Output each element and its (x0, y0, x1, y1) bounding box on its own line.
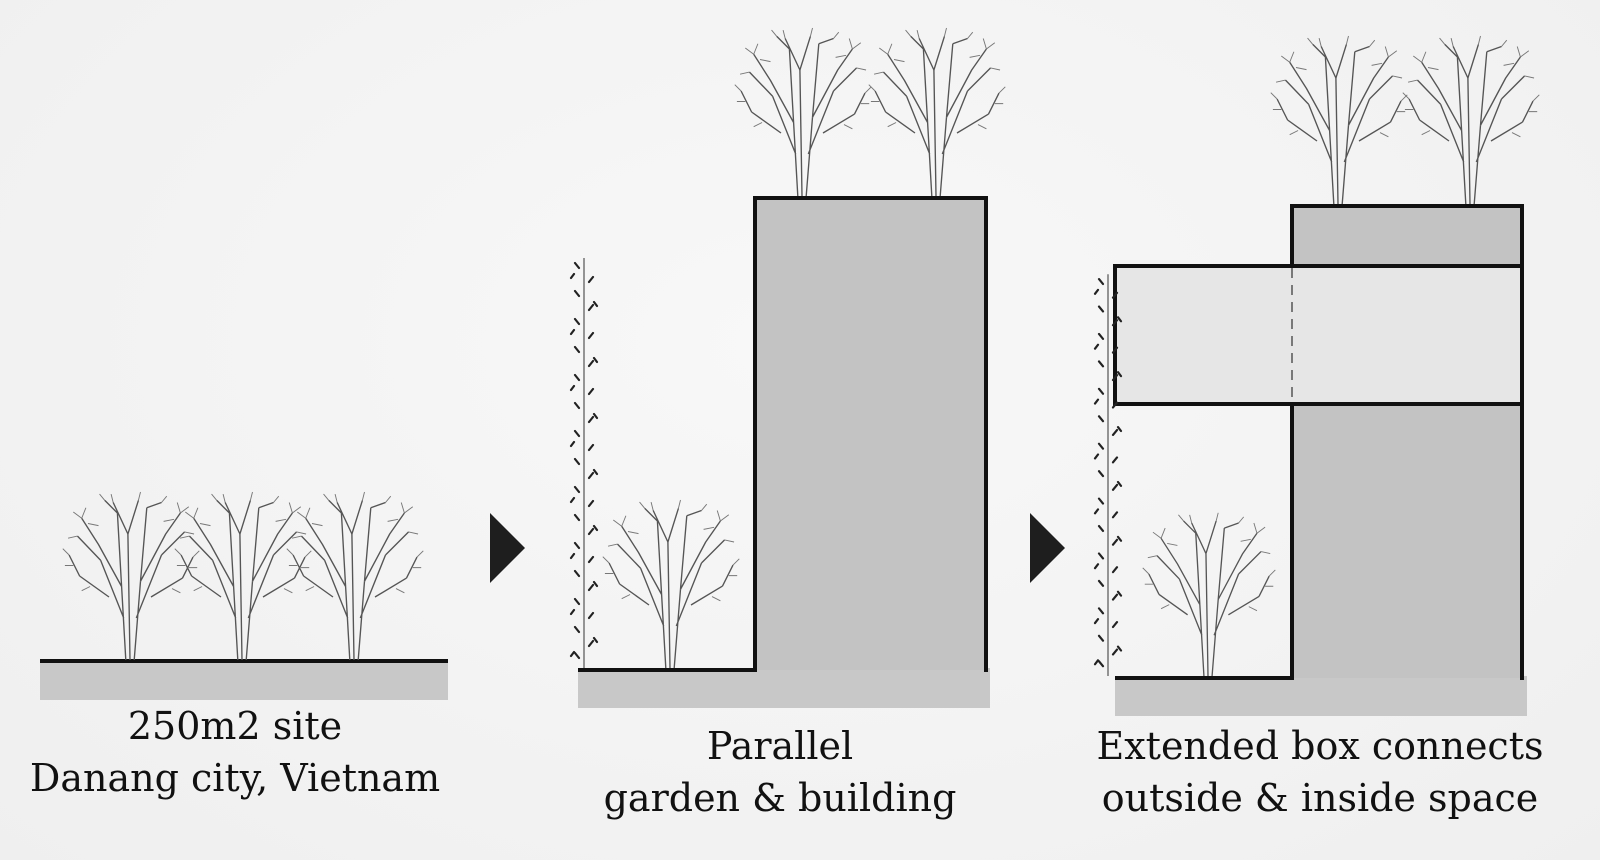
tree-icon (868, 27, 1006, 197)
tree-icon (1270, 35, 1408, 205)
parallel-ground (578, 668, 990, 708)
tree-icon (62, 491, 200, 661)
caption-site-line-1: 250m2 site (127, 704, 343, 748)
arrow-right-icon (490, 513, 525, 583)
caption-parallel: Parallel garden & building (570, 720, 990, 824)
extended-box (1115, 266, 1522, 404)
extended-building-lower (1292, 404, 1522, 678)
tree-icon (1142, 512, 1276, 677)
tree-icon (174, 491, 312, 661)
tree-icon (286, 491, 424, 661)
caption-site: 250m2 site Danang city, Vietnam (20, 700, 450, 804)
site-ground (40, 660, 448, 700)
tree-icon (602, 499, 740, 669)
extended-box-outline (1113, 264, 1524, 406)
caption-parallel-line-1: Parallel (706, 724, 854, 768)
tree-icon (734, 27, 872, 197)
extended-section-line (1115, 404, 1294, 680)
stage-parallel (569, 27, 1006, 708)
caption-extended-line-2: outside & inside space (1101, 776, 1539, 820)
stage-extended (1093, 35, 1540, 716)
extended-building-upper (1292, 206, 1522, 266)
caption-extended-line-1: Extended box connects (1096, 724, 1544, 768)
extended-building-outline (1290, 204, 1524, 680)
tree-icon (1402, 35, 1540, 205)
arrow-right-icon (1030, 513, 1065, 583)
vine-icon (569, 256, 599, 670)
caption-parallel-line-2: garden & building (603, 776, 957, 820)
caption-site-line-2: Danang city, Vietnam (29, 756, 441, 800)
caption-extended: Extended box connects outside & inside s… (1085, 720, 1555, 824)
parallel-section-line (578, 196, 988, 672)
parallel-building (755, 198, 986, 670)
stage-site (40, 491, 448, 700)
extended-ground (1115, 676, 1527, 716)
